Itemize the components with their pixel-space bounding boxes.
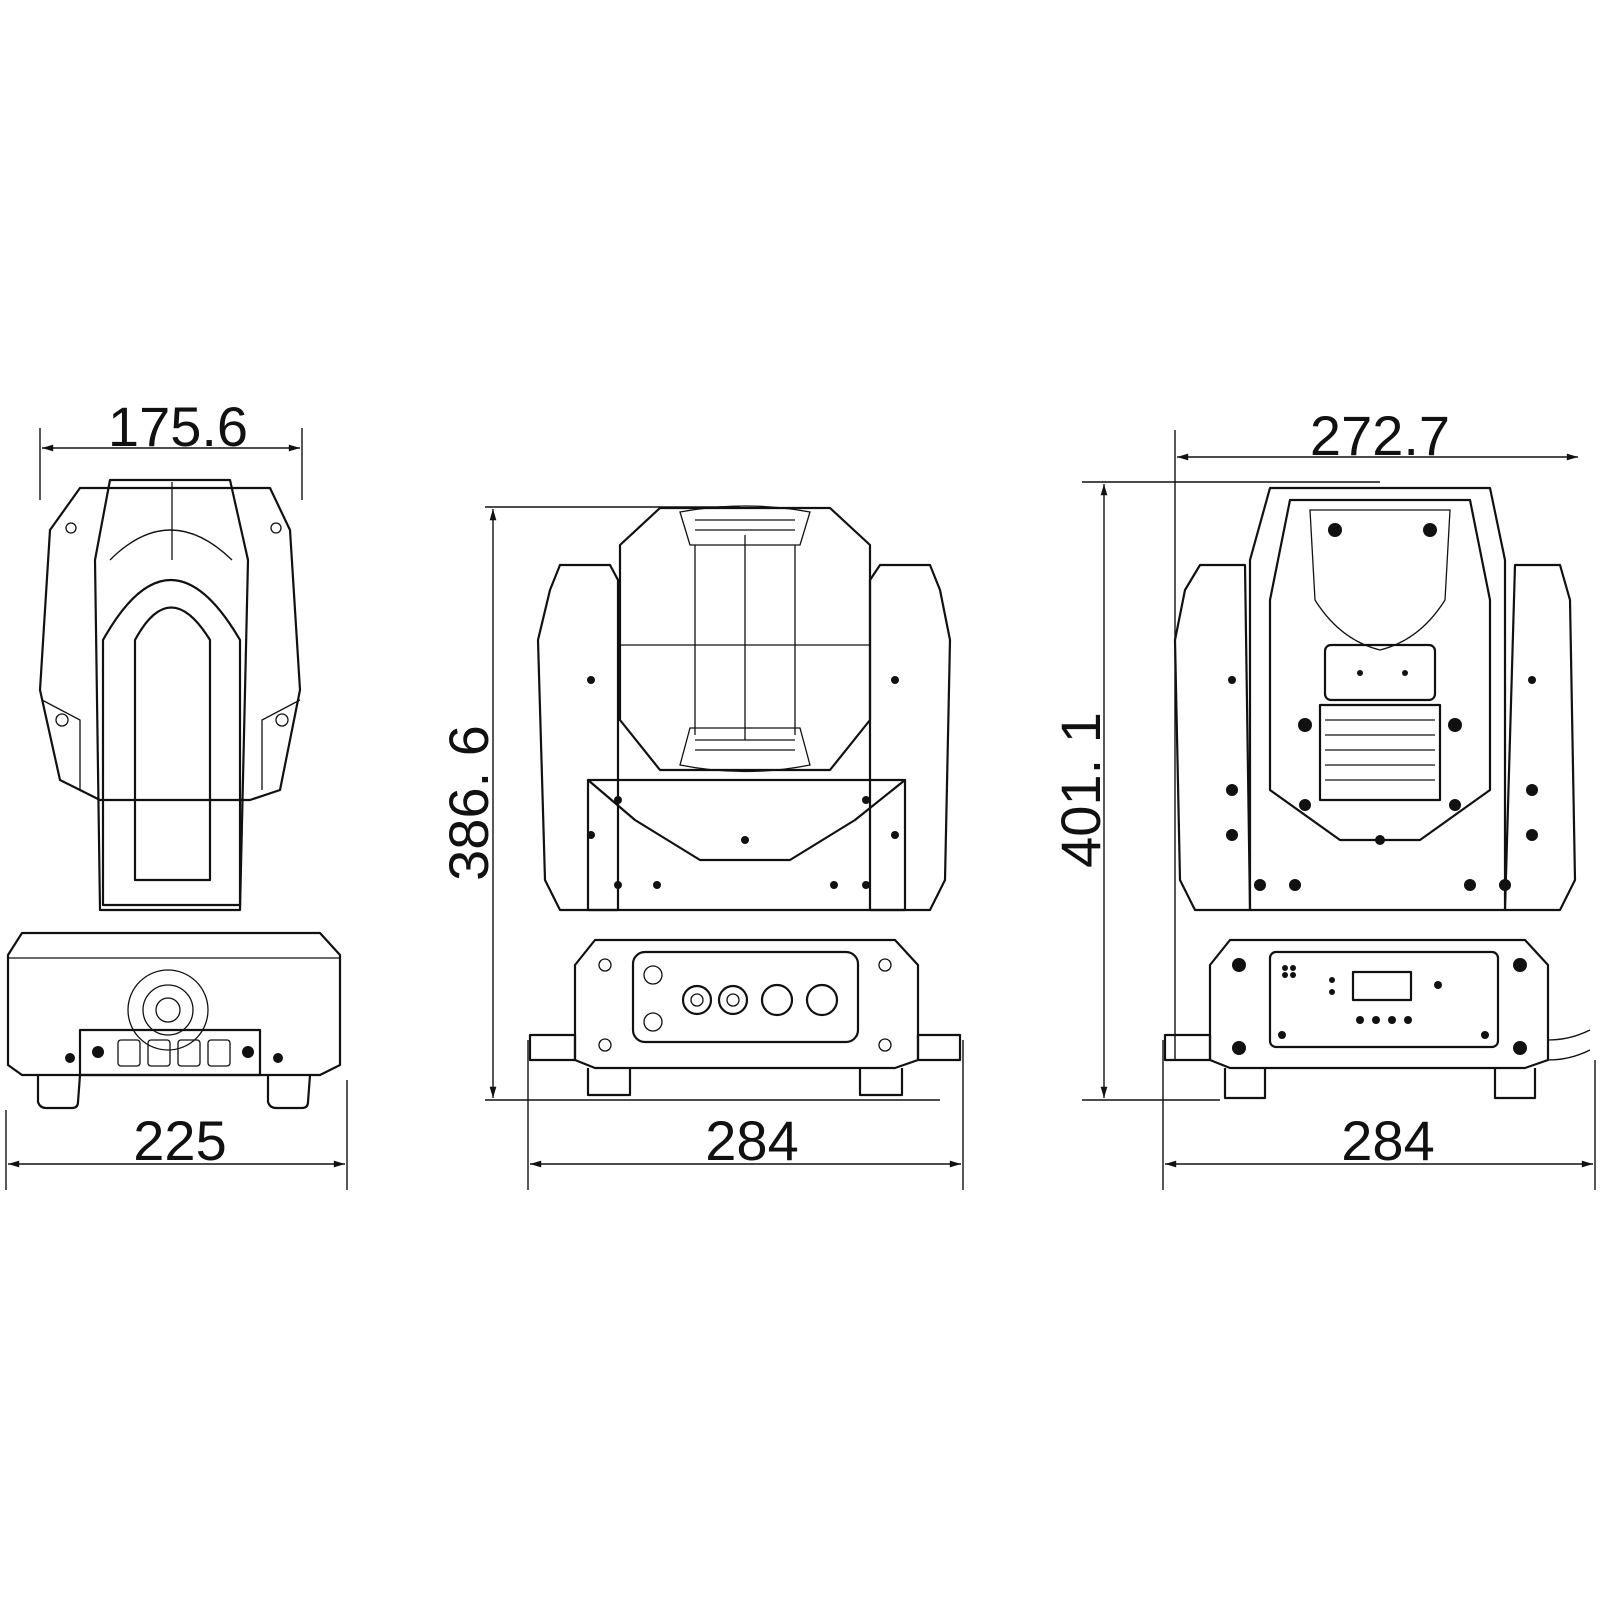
dimension-label: 386. 6 [437,725,500,881]
side-view: 175.6 [5,395,348,1190]
dimension-width-rear: 272.7 [1174,404,1578,1060]
rear-yoke-head [1173,486,1577,912]
dimension-label: 284 [1341,1109,1434,1172]
dimension-height-front: 386. 6 [437,506,940,1101]
dimension-base-side: 225 [5,1080,348,1190]
dimension-width-side: 175.6 [39,395,303,500]
rear-view: 272.7 401. 1 [1049,404,1596,1190]
dimension-base-front: 284 [527,1040,964,1190]
dimension-label: 272.7 [1310,404,1450,467]
front-view: 386. 6 [437,505,964,1190]
dimension-height-rear: 401. 1 [1049,481,1380,1101]
side-head [38,478,302,912]
side-base [6,931,342,1110]
rear-base [1163,938,1591,1100]
dimension-label: 175.6 [108,395,248,458]
dimension-label: 225 [133,1109,226,1172]
front-yoke [536,563,952,912]
front-base [528,938,962,1097]
dimension-base-rear: 284 [1162,1040,1596,1190]
front-head [618,505,872,773]
dimension-label: 401. 1 [1049,712,1112,868]
dimension-label: 284 [705,1109,798,1172]
